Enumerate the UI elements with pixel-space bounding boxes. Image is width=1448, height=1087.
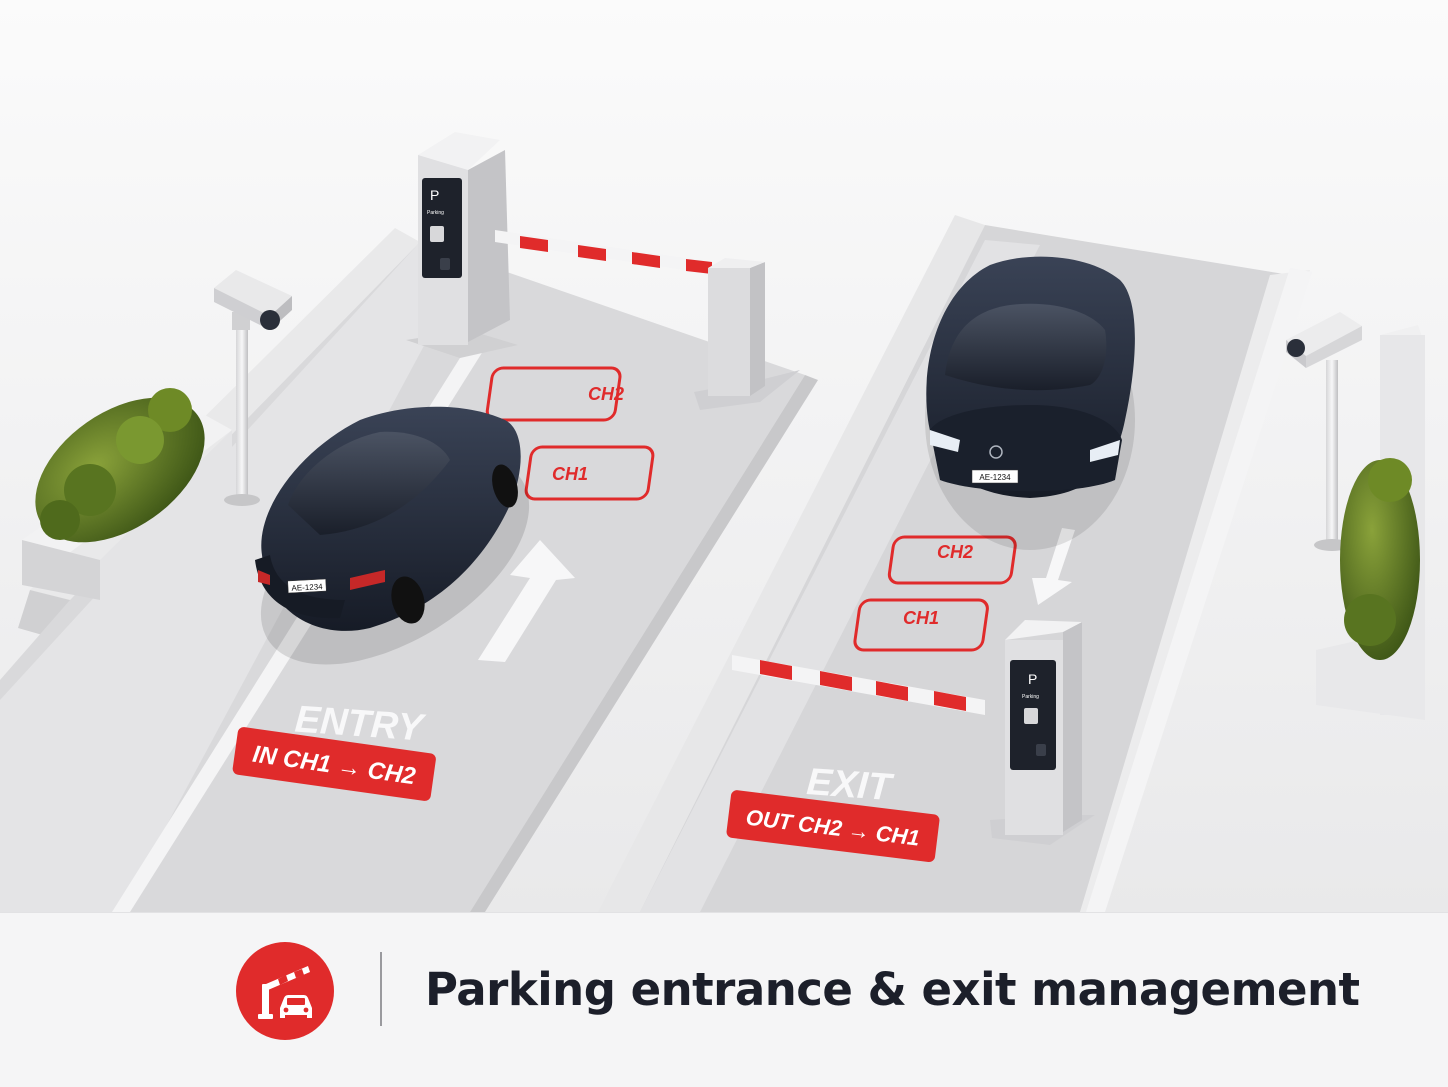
planter-left xyxy=(22,388,232,600)
entry-car-plate: AE-1234 xyxy=(291,582,323,593)
entry-kiosk-p: P xyxy=(430,187,439,203)
exit-arrow xyxy=(1032,528,1075,605)
exit-kiosk-p: P xyxy=(1028,671,1037,687)
exit-car-plate: AE-1234 xyxy=(979,473,1011,482)
exit-loop-ch1-label: CH1 xyxy=(903,608,939,628)
exit-kiosk: P Parking xyxy=(990,620,1095,845)
entry-camera-icon xyxy=(214,270,292,506)
caption-divider xyxy=(380,952,382,1026)
entry-kiosk-label: Parking xyxy=(427,210,444,216)
entry-kiosk: P Parking xyxy=(406,132,518,358)
entry-loop-ch1: CH1 xyxy=(524,445,655,501)
exit-car: AE-1234 xyxy=(925,256,1135,550)
barrier-gate-car-icon xyxy=(236,942,334,1040)
exit-loop-ch2-label: CH2 xyxy=(937,542,973,562)
exit-camera-icon xyxy=(1286,312,1362,551)
exit-route-badge: OUT CH2 → CH1 xyxy=(726,790,940,863)
entry-loop-ch2-label: CH2 xyxy=(588,384,624,404)
entry-loop-ch2: CH2 xyxy=(485,366,624,422)
exit-barrier-arm xyxy=(732,655,985,715)
entry-loop-ch1-label: CH1 xyxy=(552,464,588,484)
planter-right xyxy=(1316,325,1425,720)
entry-barrier-post xyxy=(694,258,800,410)
exit-kiosk-label: Parking xyxy=(1022,694,1039,700)
exit-loop-ch2: CH2 xyxy=(887,535,1017,585)
entry-car: AE-1234 xyxy=(255,406,530,665)
parking-illustration: CH2 CH1 CH2 CH1 ENTRY IN CH1 → CH2 EXIT … xyxy=(0,0,1448,912)
entry-route-badge: IN CH1 → CH2 xyxy=(232,727,436,801)
caption-title: Parking entrance & exit management xyxy=(425,963,1360,1016)
entry-arrow xyxy=(478,540,575,662)
exit-loop-ch1: CH1 xyxy=(853,598,989,652)
entry-barrier-arm xyxy=(495,230,712,274)
